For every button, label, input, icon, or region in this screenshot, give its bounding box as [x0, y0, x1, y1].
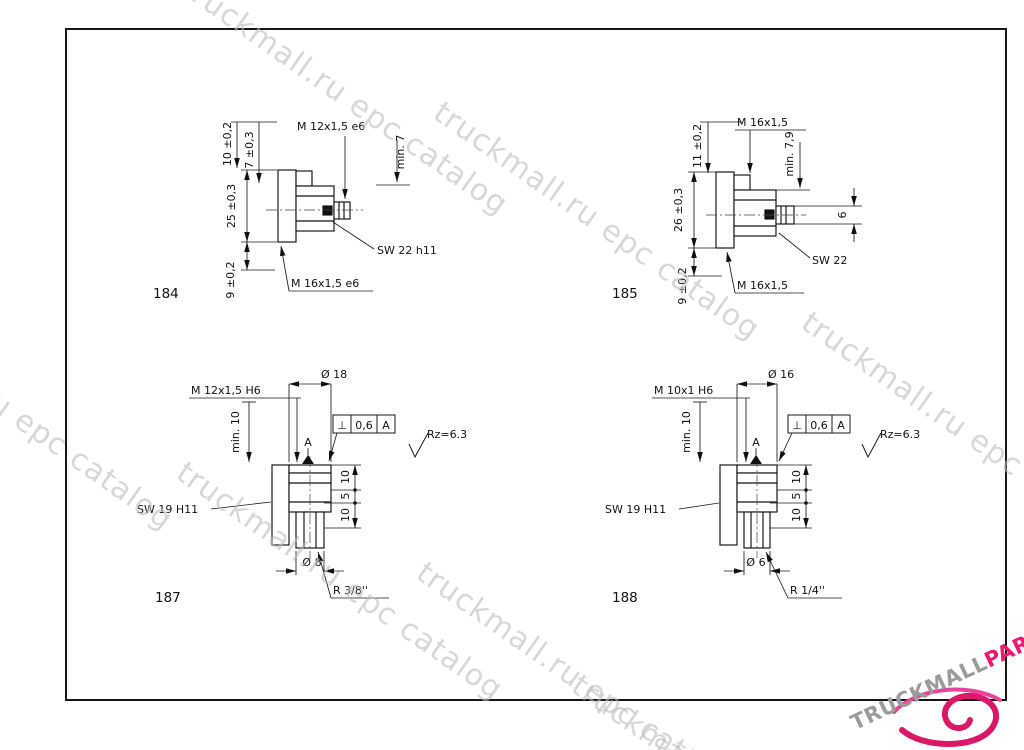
label-dim-9-185: 9 ±0,2: [676, 267, 689, 304]
label-thread-bottom-185: M 16x1,5: [737, 279, 788, 292]
label-dia-bottom-187: Ø 8: [302, 556, 321, 569]
label-dim-26-185: 26 ±0,3: [672, 188, 685, 232]
label-wrench-size-187: SW 19 H11: [137, 503, 198, 516]
fcf-symbol-188: ⊥: [792, 419, 802, 432]
label-datum-188: A: [752, 436, 760, 449]
label-roughness-188: Rz=6.3: [880, 428, 920, 441]
drawing-sheet-border: [65, 28, 1007, 701]
drawing-part-184: M 12x1,5 e6 min. 7 10 ±0,2 7 ±0,3 25 ±0,…: [153, 120, 437, 302]
label-wrench-size-185: SW 22: [812, 254, 847, 267]
label-thread-bottom-187: R 3/8'': [333, 584, 368, 597]
label-thread-top-187: M 12x1,5 H6: [191, 384, 261, 397]
fcf-datum-188: A: [837, 419, 845, 432]
label-dia-top-188: Ø 16: [768, 368, 794, 381]
label-dia-bottom-188: Ø 6: [746, 556, 765, 569]
label-dim-11-185: 11 ±0,2: [691, 124, 704, 168]
part-number-187: 187: [155, 590, 181, 606]
label-dim-10-184: 10 ±0,2: [221, 122, 234, 166]
part-outline-188: [719, 464, 778, 549]
label-min-depth-185: min. 7,9: [783, 131, 796, 176]
label-dim-25-184: 25 ±0,3: [225, 184, 238, 228]
dimension-lines-184: [231, 121, 410, 292]
drawing-part-188: Ø 16 M 10x1 H6 min. 10 A ⊥ 0,6 A Rz=6.3 …: [605, 368, 920, 606]
chain-dim-2-188: 5: [790, 493, 803, 500]
chain-dim-1-188: 10: [790, 470, 803, 484]
label-min-depth-188: min. 10: [680, 411, 693, 453]
label-wrench-size-188: SW 19 H11: [605, 503, 666, 516]
drawing-part-185: M 16x1,5 min. 7,9 11 ±0,2 26 ±0,3 9 ±0,2…: [612, 116, 862, 305]
drawing-part-187: Ø 18 M 12x1,5 H6 min. 10 A ⊥ 0,6 A Rz=6.…: [137, 368, 467, 606]
fcf-symbol-187: ⊥: [337, 419, 347, 432]
labels-185: M 16x1,5 min. 7,9 11 ±0,2 26 ±0,3 9 ±0,2…: [612, 116, 849, 305]
dimension-lines-185: [688, 121, 862, 294]
label-thread-top-184: M 12x1,5 e6: [297, 120, 365, 133]
label-dim-7-184: 7 ±0,3: [243, 131, 256, 168]
fcf-datum-187: A: [382, 419, 390, 432]
labels-188: Ø 16 M 10x1 H6 min. 10 A ⊥ 0,6 A Rz=6.3 …: [605, 368, 920, 606]
part-number-185: 185: [612, 286, 638, 302]
part-number-184: 184: [153, 286, 179, 302]
label-dia-top-187: Ø 18: [321, 368, 347, 381]
label-dim-6-185: 6: [836, 212, 849, 219]
dimension-lines-187: [189, 381, 429, 599]
part-outline-187: [271, 464, 332, 549]
label-min-depth-184: min. 7: [394, 135, 407, 170]
fcf-value-188: 0,6: [810, 419, 828, 432]
chain-dim-3-187: 10: [339, 508, 352, 522]
chain-dim-2-187: 5: [339, 493, 352, 500]
label-roughness-187: Rz=6.3: [427, 428, 467, 441]
labels-184: M 12x1,5 e6 min. 7 10 ±0,2 7 ±0,3 25 ±0,…: [153, 120, 437, 302]
label-datum-187: A: [304, 436, 312, 449]
part-outline-184: [277, 169, 351, 243]
label-min-depth-187: min. 10: [229, 411, 242, 453]
fcf-value-187: 0,6: [355, 419, 373, 432]
part-outline-185: [715, 171, 795, 249]
label-dim-9-184: 9 ±0,2: [224, 261, 237, 298]
chain-dim-3-188: 10: [790, 508, 803, 522]
label-thread-top-185: M 16x1,5: [737, 116, 788, 129]
labels-187: Ø 18 M 12x1,5 H6 min. 10 A ⊥ 0,6 A Rz=6.…: [137, 368, 467, 606]
label-thread-top-188: M 10x1 H6: [654, 384, 713, 397]
label-wrench-size-184: SW 22 h11: [377, 244, 437, 257]
dimension-lines-188: [652, 381, 882, 599]
chain-dim-1-187: 10: [339, 470, 352, 484]
logo-swirl-icon: [892, 687, 1002, 747]
label-thread-bottom-188: R 1/4'': [790, 584, 825, 597]
label-thread-bottom-184: M 16x1,5 e6: [291, 277, 359, 290]
part-number-188: 188: [612, 590, 638, 606]
